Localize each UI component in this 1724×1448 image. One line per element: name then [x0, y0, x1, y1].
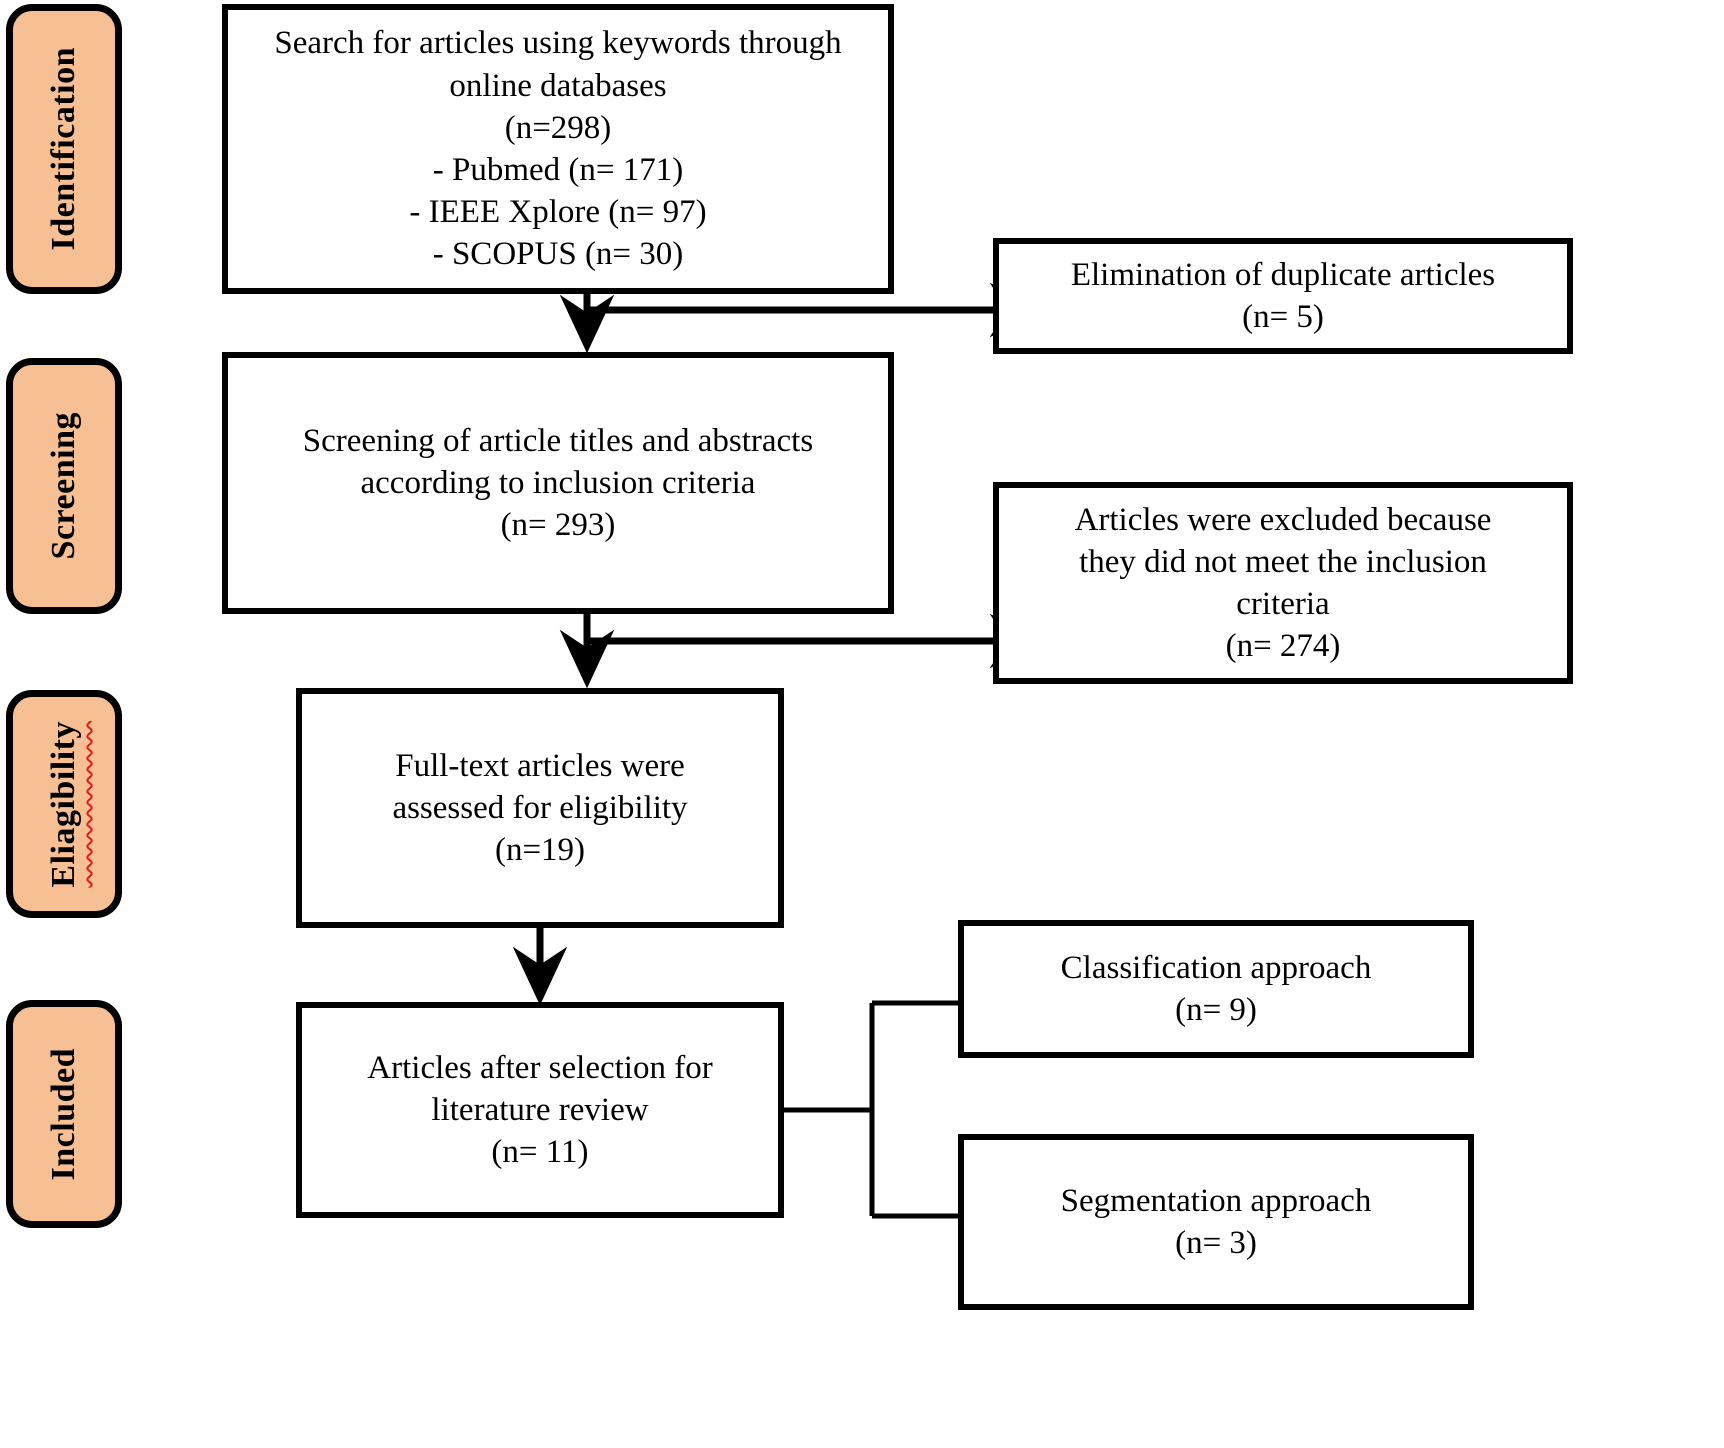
- phase-pill-included: Included: [6, 1000, 122, 1228]
- node-fulltext: Full-text articles were assessed for eli…: [296, 688, 784, 928]
- phase-pill-identification: Identification: [6, 4, 122, 294]
- node-segmentation: Segmentation approach (n= 3): [958, 1134, 1474, 1310]
- node-screening-text: Screening of article titles and abstract…: [302, 422, 814, 544]
- node-fulltext-text: Full-text articles were assessed for eli…: [392, 747, 688, 869]
- node-selected-text: Articles after selection for literature …: [367, 1049, 713, 1171]
- node-selected: Articles after selection for literature …: [296, 1002, 784, 1218]
- node-search-text: Search for articles using keywords throu…: [274, 25, 842, 273]
- node-classification: Classification approach (n= 9): [958, 920, 1474, 1058]
- node-excluded-text: Articles were excluded because they did …: [1074, 501, 1492, 665]
- node-excluded: Articles were excluded because they did …: [993, 482, 1573, 684]
- node-search: Search for articles using keywords throu…: [222, 4, 894, 294]
- node-segmentation-text: Segmentation approach (n= 3): [1060, 1182, 1372, 1261]
- phase-pill-eligibility: Eliagibility: [6, 690, 122, 918]
- node-classification-text: Classification approach (n= 9): [1060, 949, 1372, 1028]
- phase-pill-screening: Screening: [6, 358, 122, 614]
- phase-label-identification: Identification: [45, 47, 82, 251]
- node-duplicates-text: Elimination of duplicate articles (n= 5): [1070, 256, 1496, 335]
- phase-label-eligibility: Eliagibility: [45, 720, 82, 888]
- phase-label-screening: Screening: [45, 412, 82, 560]
- node-duplicates: Elimination of duplicate articles (n= 5): [993, 238, 1573, 354]
- phase-label-included: Included: [45, 1047, 82, 1181]
- node-screening: Screening of article titles and abstract…: [222, 352, 894, 614]
